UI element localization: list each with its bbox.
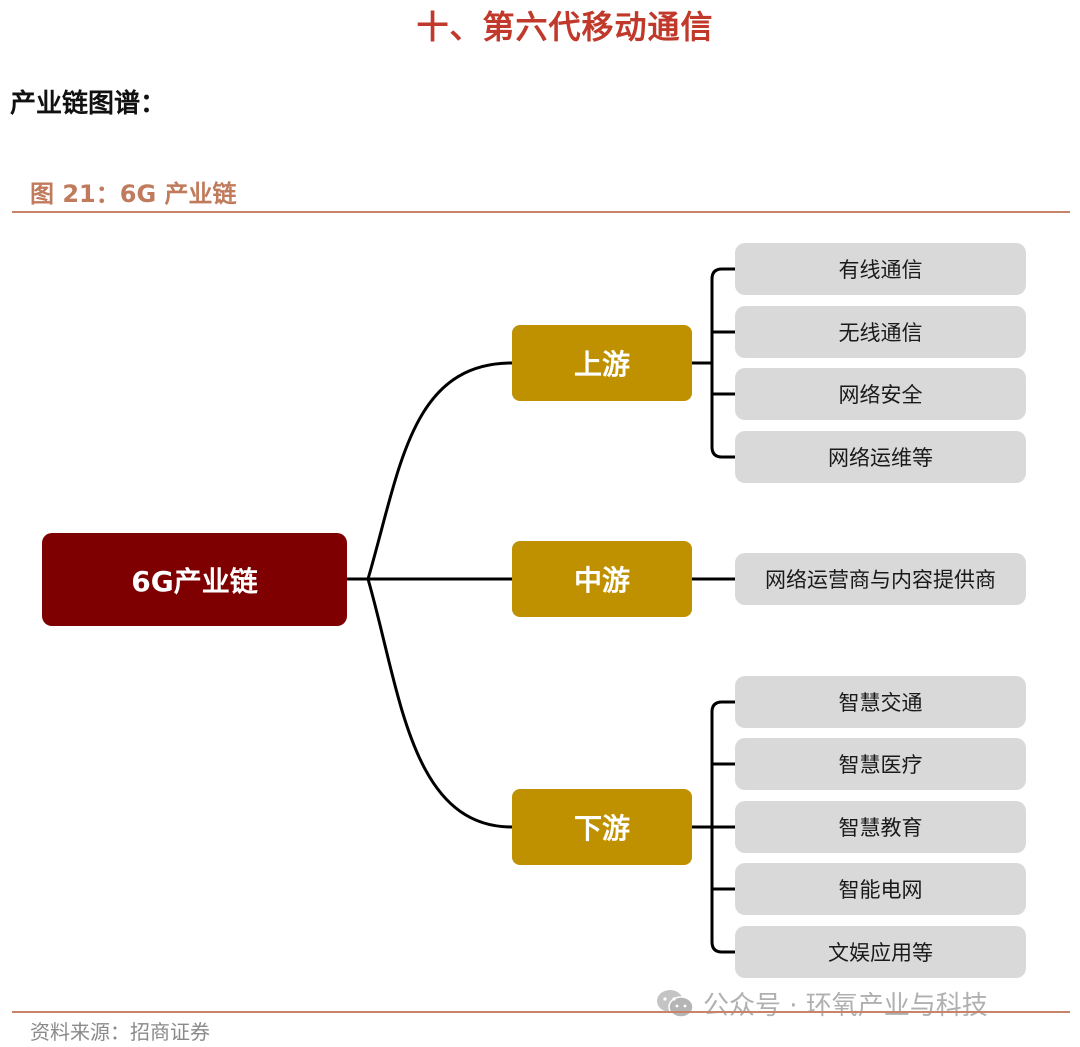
root-node: 6G产业链 — [42, 533, 347, 626]
figure-caption: 图 21：6G 产业链 — [30, 180, 237, 208]
upstream-item-wireless: 无线通信 — [735, 306, 1026, 358]
downstream-item-medical: 智慧医疗 — [735, 738, 1026, 790]
downstream-item-grid: 智能电网 — [735, 863, 1026, 915]
source-rule — [12, 1011, 1070, 1013]
upstream-item-wired: 有线通信 — [735, 243, 1026, 295]
caption-rule — [12, 211, 1070, 213]
downstream-item-education: 智慧教育 — [735, 801, 1026, 853]
midstream-node: 中游 — [512, 541, 692, 617]
downstream-node: 下游 — [512, 789, 692, 865]
figure-source: 资料来源：招商证券 — [30, 1020, 210, 1044]
upstream-item-security: 网络安全 — [735, 368, 1026, 420]
downstream-item-entertainment: 文娱应用等 — [735, 926, 1026, 978]
midstream-item-operators: 网络运营商与内容提供商 — [735, 553, 1026, 605]
subtitle: 产业链图谱： — [10, 89, 167, 119]
upstream-node: 上游 — [512, 325, 692, 401]
section-title: 十、第六代移动通信 — [416, 8, 714, 46]
wechat-icon — [657, 989, 694, 1018]
watermark: 公众号 · 环氧产业与科技 — [655, 985, 988, 1022]
upstream-item-operations: 网络运维等 — [735, 431, 1026, 483]
downstream-item-transport: 智慧交通 — [735, 676, 1026, 728]
watermark-text: 公众号 · 环氧产业与科技 — [703, 991, 988, 1021]
